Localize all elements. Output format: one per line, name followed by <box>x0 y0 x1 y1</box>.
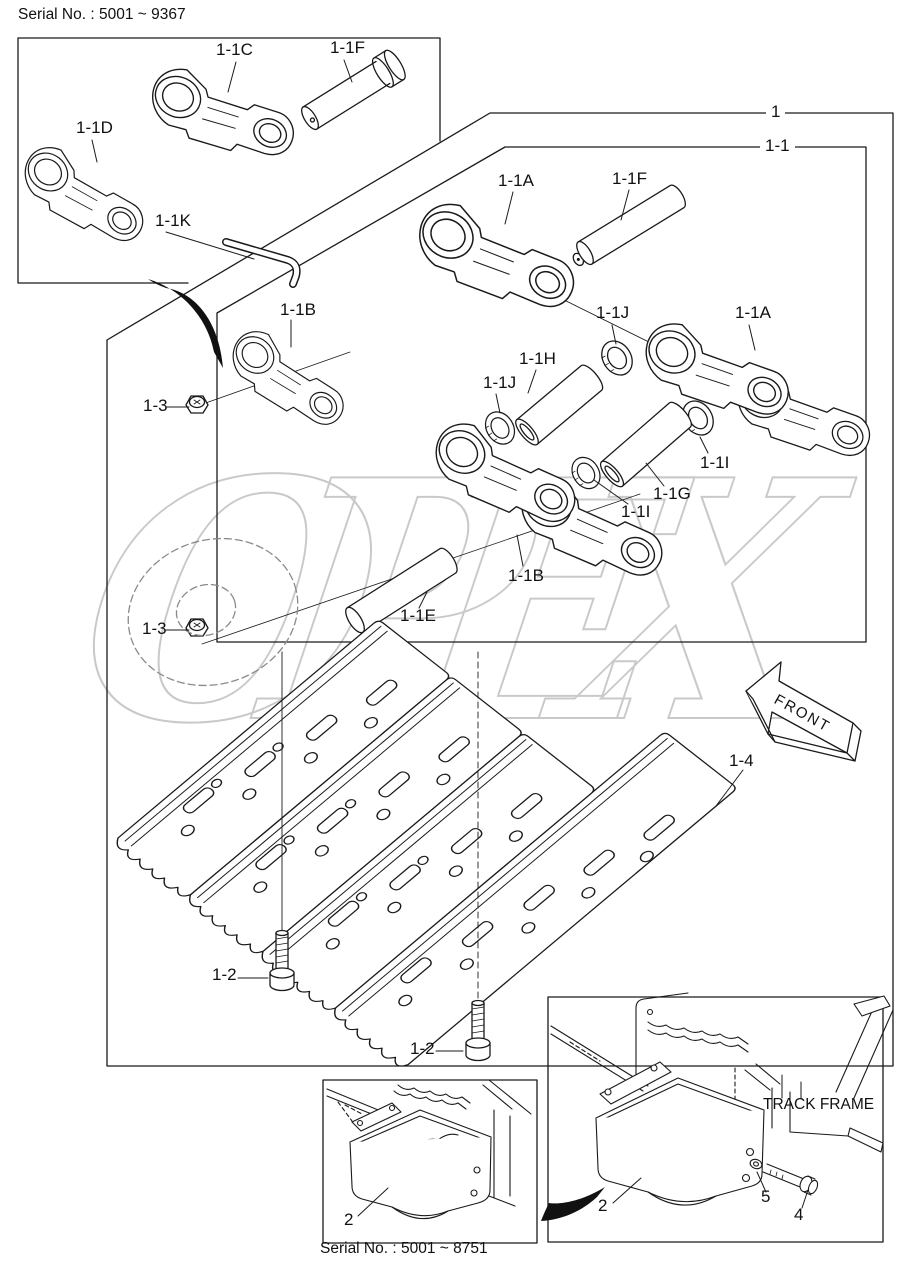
inset-left-content <box>326 1079 532 1220</box>
callout-washer-5: 5 <box>761 1187 771 1206</box>
track-shoe-assembly <box>110 618 736 1067</box>
callout-step-2-right: 2 <box>598 1196 608 1215</box>
callout-link-1-1A-upper: 1-1A <box>498 171 534 190</box>
washer-5 <box>749 1158 763 1170</box>
callout-seal-1-1J-right: 1-1J <box>596 303 630 322</box>
swoosh-arrow-top <box>148 279 223 368</box>
bushing-1-1G <box>599 401 693 488</box>
callout-nut-1-3-lower: 1-3 <box>142 619 167 638</box>
callout-nut-1-3-upper: 1-3 <box>143 396 168 415</box>
callout-pin-1-1E: 1-1E <box>400 606 436 625</box>
callout-subassembly-1-1: 1-1 <box>760 136 795 156</box>
nut-1-3-upper <box>185 395 209 414</box>
serial-note-top: Serial No. : 5001 ~ 9367 <box>18 6 186 23</box>
seal-1-1J-right <box>594 334 640 382</box>
callout-shoe-1-4: 1-4 <box>729 751 754 770</box>
callout-link-1-1A-right: 1-1A <box>735 303 771 322</box>
callout-pin-1-1K: 1-1K <box>155 211 191 230</box>
callout-pin-1-1F-top: 1-1F <box>330 38 365 57</box>
callout-bolt-1-2-upper: 1-2 <box>212 965 237 984</box>
serial-variant-box <box>17 37 441 284</box>
callout-seal-1-1I-right: 1-1I <box>700 453 730 472</box>
pin-1-1F-main <box>572 184 686 267</box>
leader-lines <box>91 59 809 1217</box>
callout-link-1-1D: 1-1D <box>76 118 113 137</box>
assembly-box-1-1 <box>216 146 867 643</box>
front-direction-arrow <box>745 661 862 762</box>
axis-line-upper <box>547 291 664 350</box>
callout-seal-1-1J-left: 1-1J <box>483 373 517 392</box>
callout-link-1-1C: 1-1C <box>216 40 253 59</box>
nut-1-3-lower <box>185 618 209 637</box>
callout-step-2-left: 2 <box>344 1210 354 1229</box>
callout-bushing-1-1H: 1-1H <box>519 349 556 368</box>
master-link-1-1C <box>140 59 302 179</box>
callout-bolt-1-2-lower: 1-2 <box>410 1039 435 1058</box>
callout-seal-1-1I-left: 1-1I <box>621 502 651 521</box>
master-pin-1-1F-top <box>301 49 406 131</box>
serial-note-bottom: Serial No. : 5001 ~ 8751 <box>320 1240 488 1257</box>
bolt-4 <box>762 1163 819 1196</box>
callout-link-1-1B-upper: 1-1B <box>280 300 316 319</box>
assembly-box-1 <box>106 112 894 1067</box>
swoosh-arrow-bottom <box>541 1187 605 1221</box>
nut-position-ellipses <box>127 537 299 687</box>
callout-pin-1-1F: 1-1F <box>612 169 647 188</box>
link-1-1A-upper <box>404 192 584 334</box>
bushing-1-1H <box>515 364 604 446</box>
callout-assembly-1: 1 <box>766 102 786 122</box>
callout-link-1-1B-lower: 1-1B <box>508 566 544 585</box>
inset-box-right <box>547 996 884 1243</box>
master-link-1-1D <box>11 137 152 262</box>
inset-box-left <box>322 1079 538 1244</box>
callout-bushing-1-1G: 1-1G <box>653 484 691 503</box>
track-frame-label: TRACK FRAME <box>763 1096 875 1113</box>
spring-pin-1-1K <box>222 238 301 288</box>
callout-bolt-4: 4 <box>794 1205 804 1224</box>
